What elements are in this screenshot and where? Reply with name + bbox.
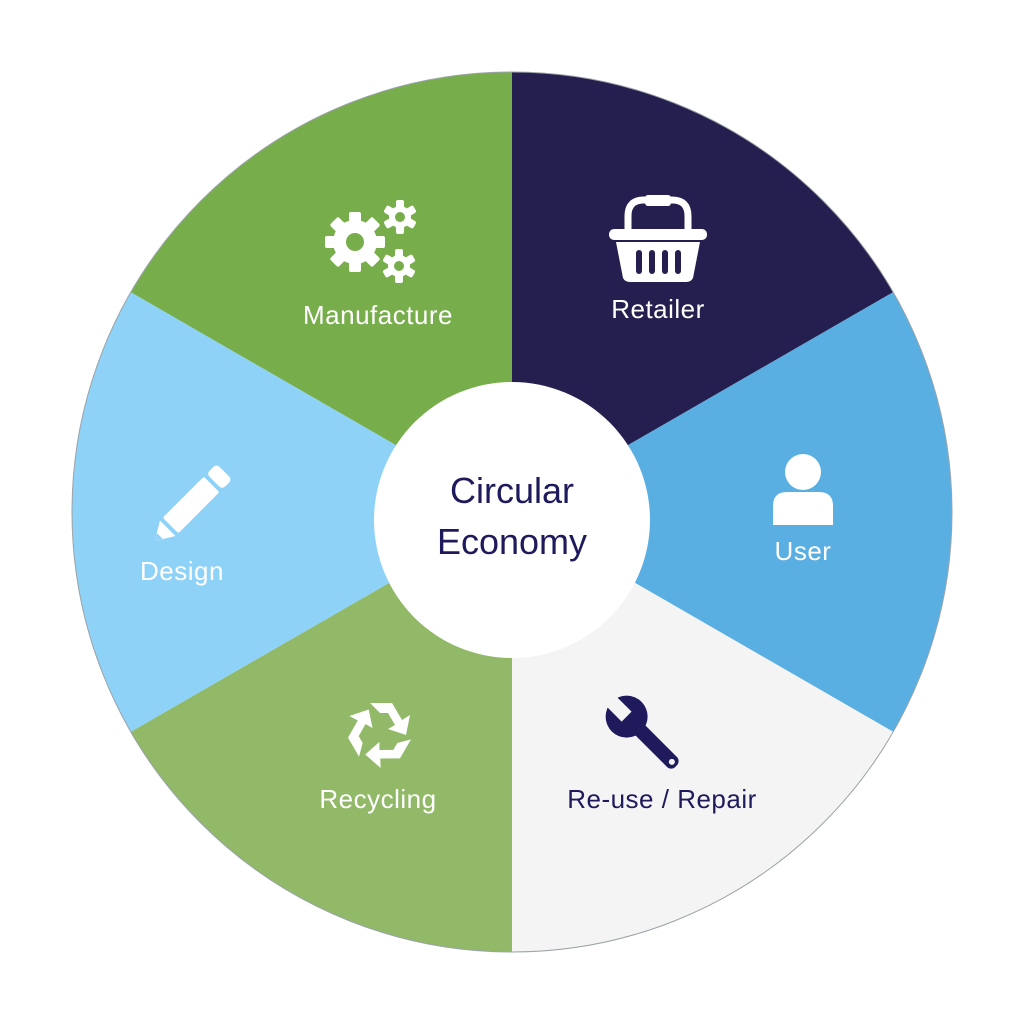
segment-label-reuse-repair: Re-use / Repair [567,784,757,814]
segment-label-user: User [775,536,832,566]
segment-recycling [72,512,512,952]
center-title-line1: Circular [450,470,574,511]
recycle-icon [348,703,411,768]
segment-reuse-repair [512,512,952,952]
gears-icon [325,200,416,283]
pencil-icon [154,465,231,542]
basket-icon [609,195,707,282]
segment-label-retailer: Retailer [611,294,705,324]
segment-label-design: Design [140,556,224,586]
segment-label-recycling: Recycling [319,784,436,814]
wheel-outline [71,71,953,953]
segment-retailer [512,72,952,512]
user-icon [773,454,833,525]
segment-manufacture [72,72,512,512]
center-title-line2: Economy [437,521,587,562]
wrench-icon [604,694,679,769]
segment-label-manufacture: Manufacture [303,300,453,330]
center-hub [374,382,650,658]
